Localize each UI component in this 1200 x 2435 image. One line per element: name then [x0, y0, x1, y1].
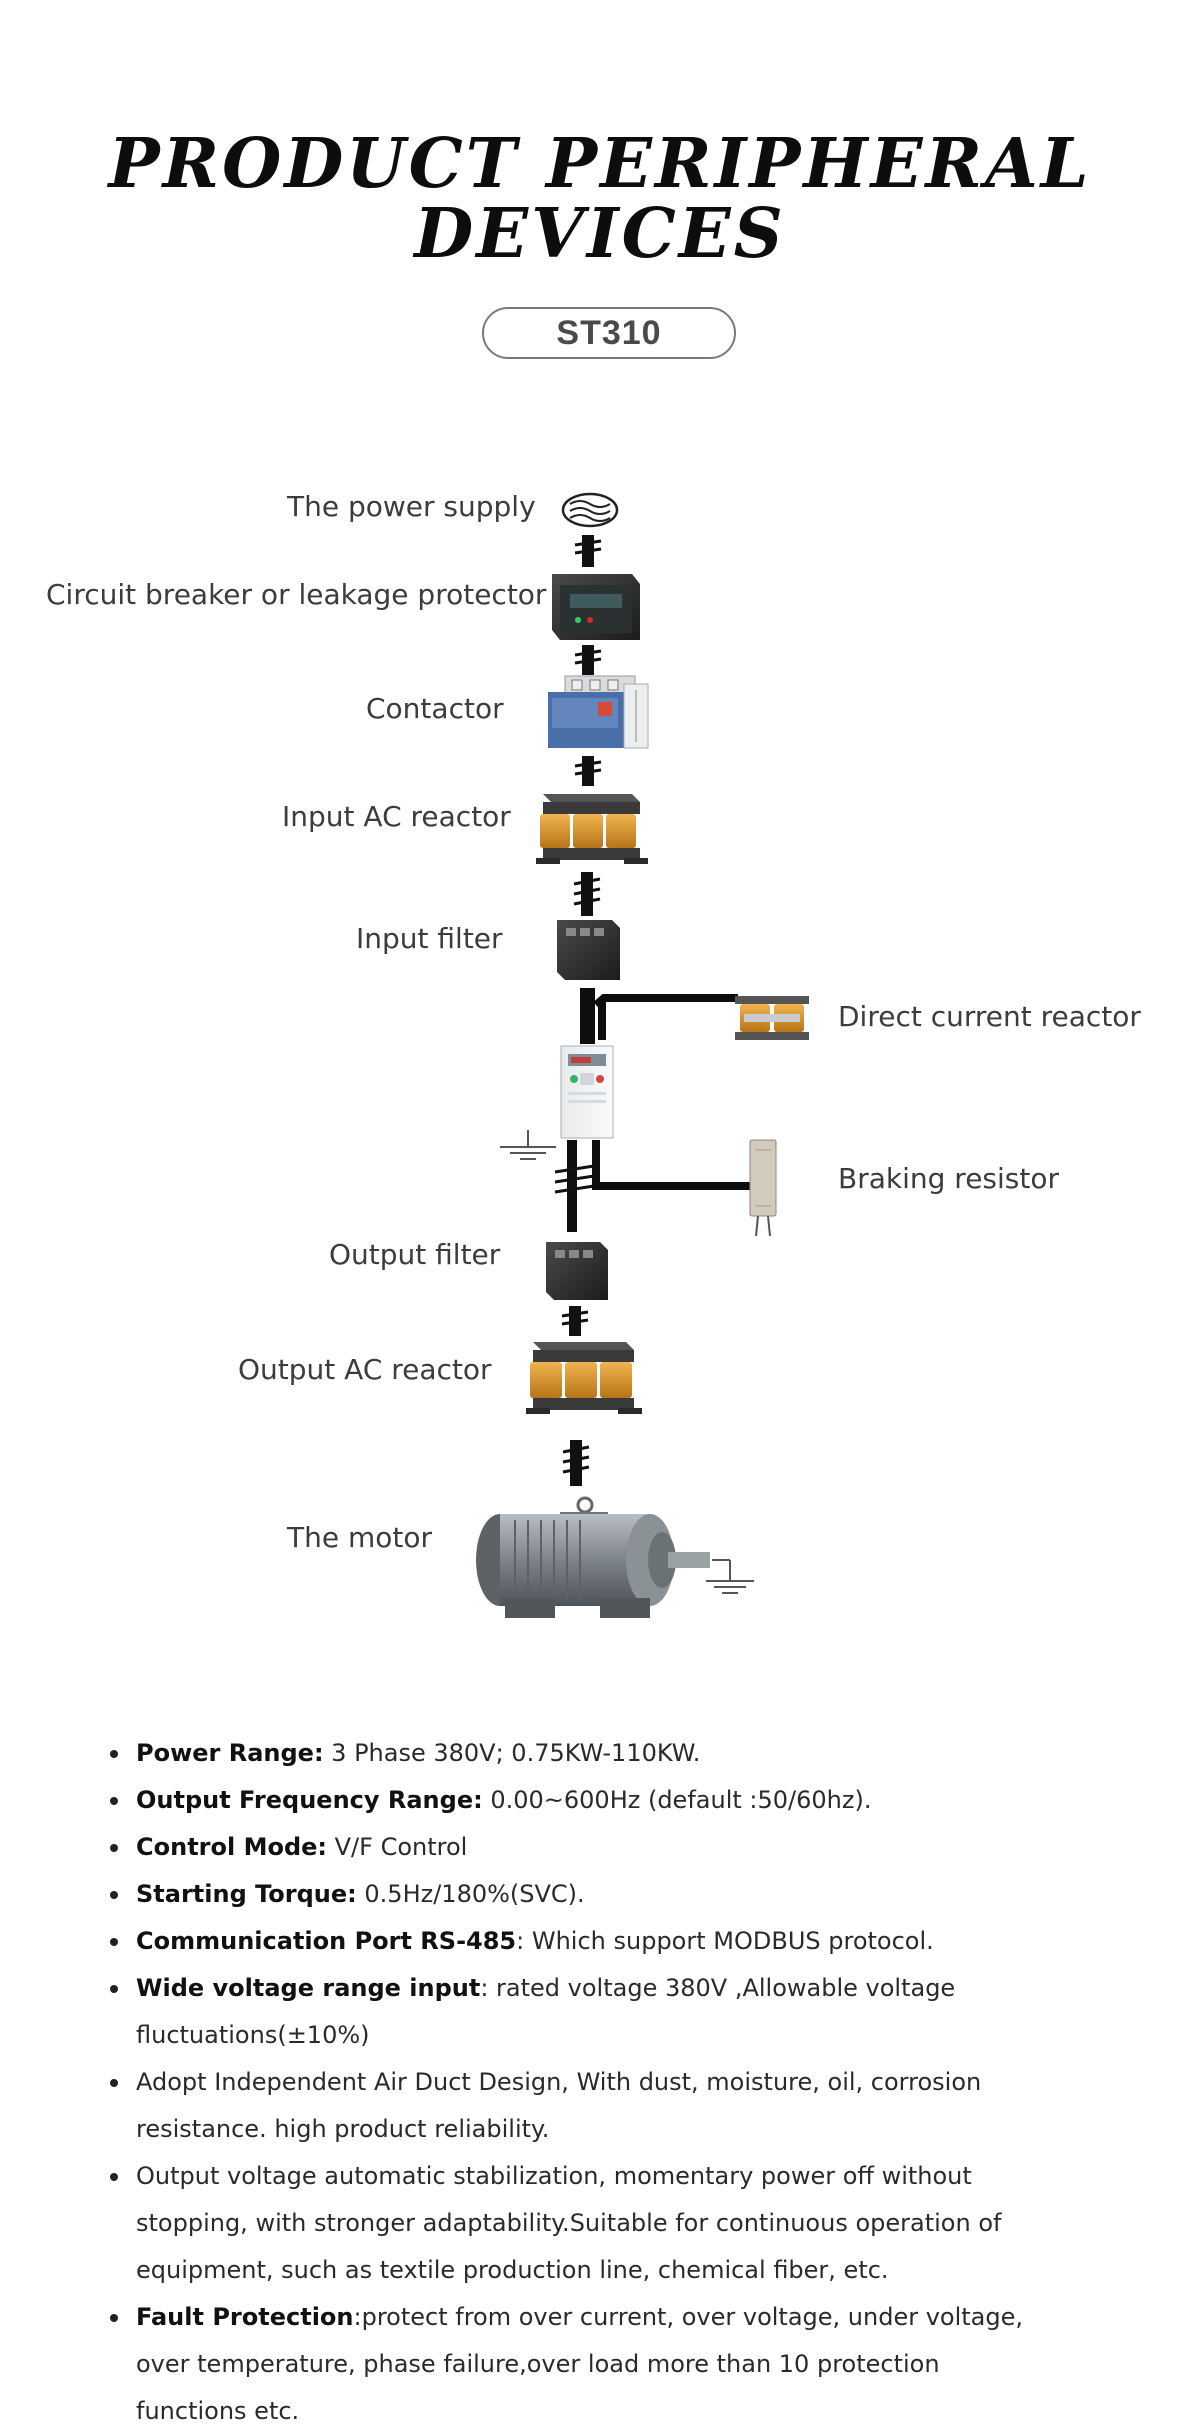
output-filter-icon — [546, 1242, 608, 1300]
braking-resistor-icon — [749, 1139, 777, 1237]
circuit-breaker-icon — [552, 574, 640, 640]
spec-label: Power Range: — [136, 1739, 324, 1767]
spec-label: Starting Torque: — [136, 1880, 357, 1908]
spec-text: : Which support MODBUS protocol. — [516, 1927, 934, 1955]
label-dc-reactor: Direct current reactor — [838, 1000, 1141, 1033]
spec-text: : rated voltage 380V ,Allowable voltage … — [136, 1974, 956, 2049]
motor-icon — [476, 1496, 710, 1618]
ground-icon — [706, 1559, 754, 1594]
ground-icon — [500, 1130, 556, 1160]
input-ac-reactor-icon — [536, 794, 648, 864]
spec-label: Wide voltage range input — [136, 1974, 481, 2002]
spec-label: Control Mode: — [136, 1833, 327, 1861]
spec-label: Communication Port RS-485 — [136, 1927, 517, 1955]
spec-list: Power Range: 3 Phase 380V; 0.75KW-110KW.… — [108, 1730, 1148, 2435]
cable — [574, 535, 602, 567]
input-filter-icon — [557, 920, 620, 980]
dc-reactor-icon — [735, 996, 809, 1040]
spec-text: V/F Control — [327, 1833, 468, 1861]
label-contactor: Contactor — [366, 692, 504, 725]
label-power-supply: The power supply — [287, 490, 536, 523]
spec-item: Fault Protection:protect from over curre… — [108, 2294, 1056, 2435]
spec-label: Fault Protection — [136, 2303, 354, 2331]
power-supply-icon — [561, 492, 619, 528]
spec-text: 3 Phase 380V; 0.75KW-110KW. — [323, 1739, 701, 1767]
cable — [562, 1440, 590, 1486]
label-input-ac-reactor: Input AC reactor — [282, 800, 511, 833]
inverter-icon — [560, 1045, 614, 1139]
spec-item: Adopt Independent Air Duct Design, With … — [108, 2059, 1086, 2153]
spec-label: Output Frequency Range: — [136, 1786, 483, 1814]
cable — [561, 1306, 589, 1336]
dc-reactor-cable — [593, 994, 738, 1009]
label-circuit-breaker: Circuit breaker or leakage protector — [46, 578, 547, 611]
spec-item: Control Mode: V/F Control — [108, 1824, 1148, 1871]
spec-item: Starting Torque: 0.5Hz/180%(SVC). — [108, 1871, 1148, 1918]
cable — [567, 1140, 577, 1232]
spec-text: 0.00~600Hz (default :50/60hz). — [482, 1786, 872, 1814]
braking-resistor-cable — [592, 1140, 752, 1190]
spec-item: Power Range: 3 Phase 380V; 0.75KW-110KW. — [108, 1730, 1148, 1777]
spec-item: Output voltage automatic stabilization, … — [108, 2153, 1086, 2294]
label-output-filter: Output filter — [329, 1238, 501, 1271]
output-ac-reactor-icon — [526, 1342, 642, 1414]
label-input-filter: Input filter — [356, 922, 503, 955]
cable — [574, 645, 602, 675]
cable — [580, 988, 595, 1044]
spec-text: Adopt Independent Air Duct Design, With … — [136, 2068, 982, 2143]
spec-item: Communication Port RS-485: Which support… — [108, 1918, 1148, 1965]
page-title-line-2: DEVICES — [414, 194, 786, 274]
spec-text: 0.5Hz/180%(SVC). — [356, 1880, 585, 1908]
contactor-icon — [548, 675, 649, 749]
spec-text: :protect from over current, over voltage… — [136, 2303, 1024, 2425]
cable — [573, 872, 601, 916]
label-motor: The motor — [287, 1521, 433, 1554]
page-title-line-1: PRODUCT PERIPHERAL — [108, 124, 1092, 204]
peripheral-devices-diagram — [476, 492, 809, 1618]
spec-text: Output voltage automatic stabilization, … — [136, 2162, 1002, 2284]
label-output-ac-reactor: Output AC reactor — [238, 1353, 492, 1386]
cable — [554, 1164, 595, 1194]
cable — [574, 756, 602, 786]
spec-item: Wide voltage range input: rated voltage … — [108, 1965, 1148, 2059]
spec-item: Output Frequency Range: 0.00~600Hz (defa… — [108, 1777, 1148, 1824]
label-braking-resistor: Braking resistor — [838, 1162, 1059, 1195]
model-badge: ST310 — [482, 307, 736, 359]
